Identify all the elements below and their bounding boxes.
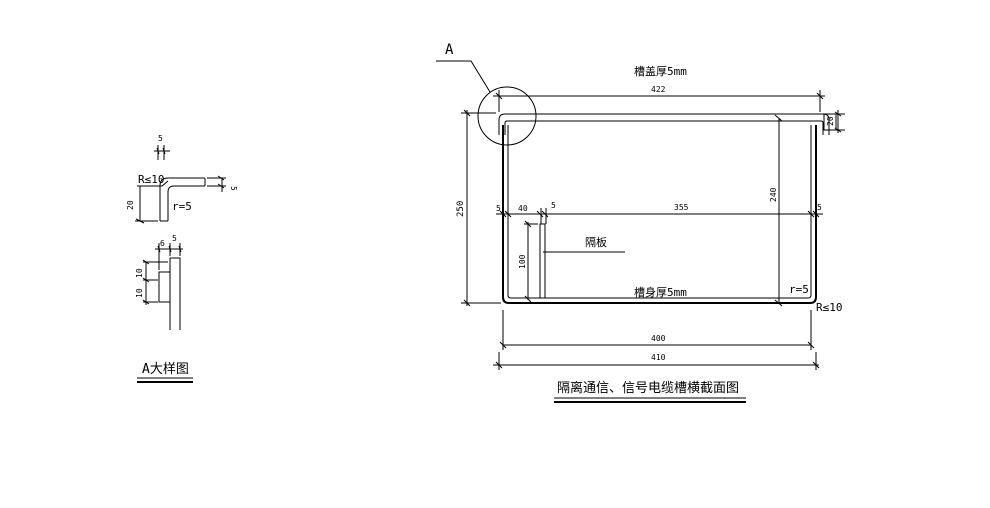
detail-dim-5-lower: 5 <box>172 234 177 243</box>
lid-label: 槽盖厚5mm <box>634 64 687 78</box>
dim-422: 422 <box>651 85 666 94</box>
detail-lid-profile <box>159 177 206 222</box>
divider-label: 隔板 <box>585 235 607 249</box>
divider-plate <box>539 223 546 299</box>
detail-dim-top: 5 <box>158 134 163 143</box>
dim-5-left: 5 <box>496 204 501 213</box>
detail-dim-10-a: 10 <box>135 268 144 278</box>
dim-240-lines <box>774 114 783 307</box>
detail-title: A大样图 <box>142 362 189 377</box>
dim-40: 40 <box>518 204 528 213</box>
dim-250-lines <box>461 109 501 307</box>
detail-dim-10-lines <box>142 259 168 305</box>
callout-leader <box>436 60 491 93</box>
dim-20-box <box>823 113 837 131</box>
main-title: 隔离通信、信号电缆槽横截面图 <box>557 380 739 396</box>
dim-5-right: 5 <box>817 203 822 212</box>
dim-410-lines <box>493 352 820 370</box>
main-section: A 槽盖厚5mm 422 20 隔板 250 240 5 40 5 355 5 <box>436 42 845 403</box>
dim-410: 410 <box>651 353 666 362</box>
detail-dim-side-lines <box>207 175 226 192</box>
trough-body <box>502 125 817 304</box>
detail-radius-outer: R≤10 <box>138 173 165 186</box>
radius-inner-label: r=5 <box>789 283 809 296</box>
lid-outline <box>498 113 830 135</box>
dim-20-lines <box>831 110 845 133</box>
dim-100: 100 <box>518 254 527 269</box>
detail-dim-20-lines <box>135 186 158 224</box>
dim-422-lines <box>493 90 825 112</box>
detail-dim-top-lines <box>154 145 170 160</box>
detail-dim-side: 5 <box>229 186 238 191</box>
body-label: 槽身厚5mm <box>634 285 687 299</box>
dim-20: 20 <box>826 116 835 126</box>
callout-circle <box>477 86 537 146</box>
dim-250: 250 <box>456 201 466 217</box>
detail-dim-6: 6 <box>160 239 165 248</box>
detail-radius-inner: r=5 <box>172 200 192 213</box>
detail-dim-10-b: 10 <box>135 288 144 298</box>
dim-400: 400 <box>651 334 666 343</box>
radius-outer-label: R≤10 <box>816 301 843 314</box>
detail-a: 5 R≤10 5 20 r=5 6 5 10 10 A大样图 <box>126 134 238 383</box>
dim-row-lines <box>496 208 823 224</box>
detail-dim-20: 20 <box>126 200 135 210</box>
detail-groove-profile <box>158 257 181 330</box>
dim-355: 355 <box>674 203 689 212</box>
detail-dim-6-5-lines <box>155 243 183 270</box>
dim-240: 240 <box>769 187 778 202</box>
detail-radius-leader <box>137 180 169 187</box>
dim-5-mid: 5 <box>551 201 556 210</box>
dim-400-lines <box>499 310 815 350</box>
trough-inner <box>507 125 812 299</box>
dim-100-lines <box>524 220 538 303</box>
callout-label: A <box>445 42 454 58</box>
